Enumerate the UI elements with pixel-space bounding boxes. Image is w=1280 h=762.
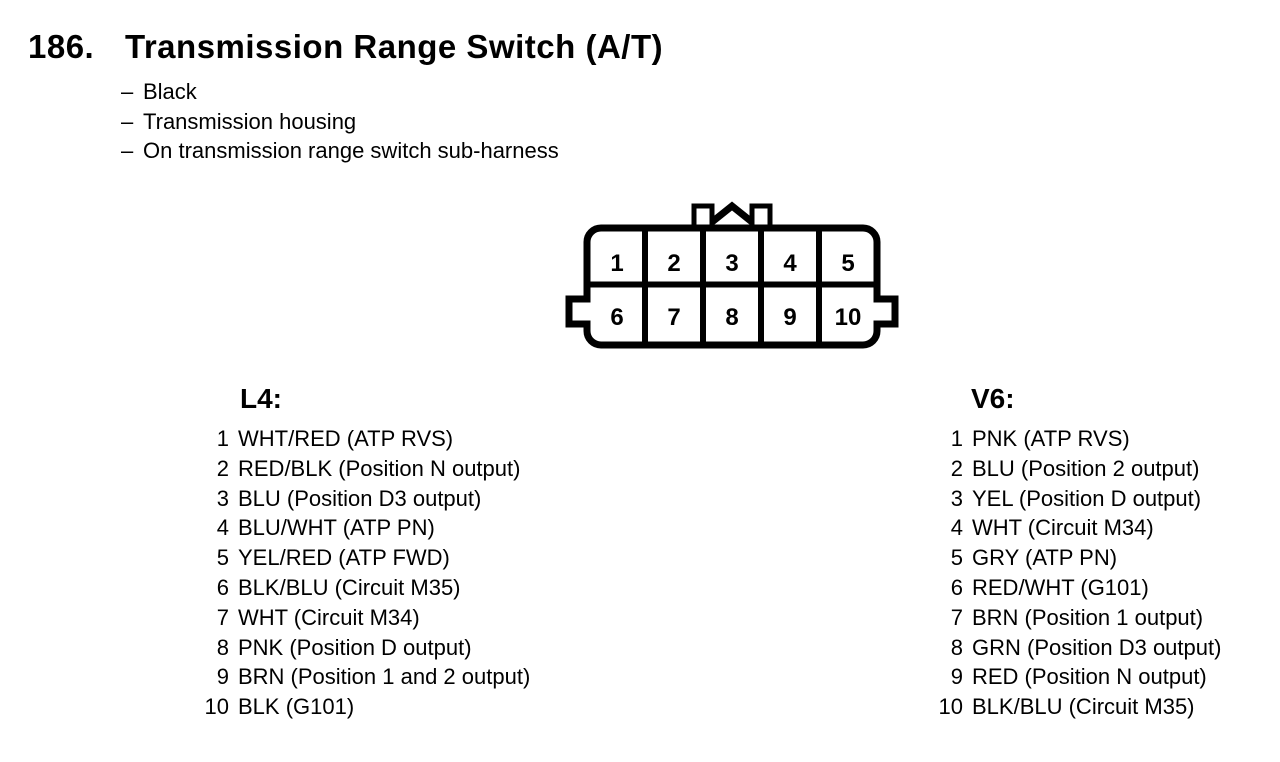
connector-pin-6: 6 <box>610 304 623 331</box>
pin-number: 7 <box>216 604 229 630</box>
pin-row: 8 GRN (Position D3 output) <box>931 633 1222 663</box>
bullet-dash: – <box>121 138 134 163</box>
pin-row: 9 BRN (Position 1 and 2 output) <box>197 662 531 692</box>
bullet-text: Transmission housing <box>143 108 357 134</box>
connector-pin-1: 1 <box>610 250 623 277</box>
connector-pin-7: 7 <box>667 304 680 331</box>
connector-pin-9: 9 <box>783 304 796 331</box>
pin-number: 7 <box>950 604 963 630</box>
connector-pin-2: 2 <box>667 250 680 277</box>
pin-row: 6 RED/WHT (G101) <box>931 573 1221 603</box>
pin-number: 10 <box>204 694 229 720</box>
pin-row: 2 BLU (Position 2 output) <box>931 454 1221 484</box>
pin-description: RED (Position N output) <box>972 664 1207 690</box>
pin-row: 7 WHT (Circuit M34) <box>197 603 530 633</box>
pin-description: RED/WHT (G101) <box>972 574 1149 600</box>
pin-row: 1 WHT/RED (ATP RVS) <box>197 424 530 454</box>
pin-row: 6 BLK/BLU (Circuit M35) <box>197 573 530 603</box>
bullet-dash: – <box>121 79 134 104</box>
pin-description: WHT (Circuit M34) <box>238 604 420 630</box>
bullet-text: On transmission range switch sub-harness <box>143 138 559 163</box>
pin-description: YEL (Position D output) <box>972 485 1202 511</box>
connector-diagram: 1 2 3 4 5 6 7 8 9 10 <box>565 201 899 349</box>
pin-number: 6 <box>216 574 229 600</box>
pin-row: 10 BLK (G101) <box>197 692 530 722</box>
pin-number: 1 <box>950 426 963 451</box>
bullet-item: – Transmission housing <box>121 107 559 137</box>
pin-description: BRN (Position 1 output) <box>972 604 1204 630</box>
pin-row: 1 PNK (ATP RVS) <box>931 424 1221 454</box>
pin-row: 9 RED (Position N output) <box>931 662 1221 692</box>
pin-row: 10 BLK/BLU (Circuit M35) <box>931 692 1221 722</box>
pin-row: 4 WHT (Circuit M34) <box>931 513 1221 543</box>
connector-pin-3: 3 <box>725 250 738 277</box>
pin-number: 4 <box>950 515 963 541</box>
pin-description: GRN (Position D3 output) <box>972 634 1222 660</box>
pin-number: 3 <box>950 485 963 511</box>
pin-row: 5 GRY (ATP PN) <box>931 543 1221 573</box>
pin-number: 1 <box>216 426 229 451</box>
pin-number: 9 <box>950 664 963 690</box>
pin-number: 3 <box>216 485 229 511</box>
pin-number: 10 <box>938 694 963 720</box>
connector-pin-5: 5 <box>841 250 854 277</box>
page-title: Transmission Range Switch (A/T) <box>125 28 664 65</box>
pin-number: 6 <box>950 574 963 600</box>
connector-pin-10: 10 <box>835 304 862 331</box>
pin-description: BLU/WHT (ATP PN) <box>238 515 435 541</box>
pin-number: 2 <box>216 455 229 481</box>
pin-description: PNK (ATP RVS) <box>972 426 1130 451</box>
pin-number: 8 <box>216 634 229 660</box>
pinout-header-l4: L4: <box>240 383 282 414</box>
pin-number: 2 <box>950 455 963 481</box>
connector-notes: – Black – Transmission housing – On tran… <box>121 77 559 166</box>
bullet-dash: – <box>121 108 134 134</box>
pinout-header-v6: V6: <box>971 383 1015 414</box>
pin-row: 3 YEL (Position D output) <box>931 484 1221 514</box>
section-number: 186. <box>28 28 95 65</box>
bullet-item: – On transmission range switch sub-harne… <box>121 136 559 166</box>
pin-number: 8 <box>950 634 963 660</box>
pin-row: 3 BLU (Position D3 output) <box>197 484 530 514</box>
pin-description: GRY (ATP PN) <box>972 545 1118 571</box>
pin-description: BLK/BLU (Circuit M35) <box>238 574 461 600</box>
bullet-text: Black <box>143 79 197 104</box>
pin-description: PNK (Position D output) <box>238 634 472 660</box>
pin-row: 7 BRN (Position 1 output) <box>931 603 1221 633</box>
pinout-list-l4: 1 WHT/RED (ATP RVS) 2 RED/BLK (Position N … <box>197 424 531 722</box>
pin-row: 2 RED/BLK (Position N output) <box>197 454 530 484</box>
pin-description: BRN (Position 1 and 2 output) <box>238 664 531 690</box>
pin-number: 4 <box>216 515 229 541</box>
pin-description: WHT (Circuit M34) <box>972 515 1154 541</box>
connector-pin-8: 8 <box>725 304 738 331</box>
pin-description: BLK (G101) <box>238 694 355 720</box>
pin-description: WHT/RED (ATP RVS) <box>238 426 454 451</box>
pin-row: 4 BLU/WHT (ATP PN) <box>197 513 530 543</box>
pin-description: BLK/BLU (Circuit M35) <box>972 694 1195 720</box>
pin-description: BLU (Position D3 output) <box>238 485 482 511</box>
connector-pin-4: 4 <box>783 250 797 277</box>
pin-number: 9 <box>216 664 229 690</box>
bullet-item: – Black <box>121 77 559 107</box>
pin-number: 5 <box>950 545 963 571</box>
pin-row: 5 YEL/RED (ATP FWD) <box>197 543 530 573</box>
pin-row: 8 PNK (Position D output) <box>197 633 530 663</box>
pin-description: BLU (Position 2 output) <box>972 455 1200 481</box>
pin-description: RED/BLK (Position N output) <box>238 455 521 481</box>
pin-description: YEL/RED (ATP FWD) <box>238 545 450 571</box>
pin-number: 5 <box>216 545 229 571</box>
